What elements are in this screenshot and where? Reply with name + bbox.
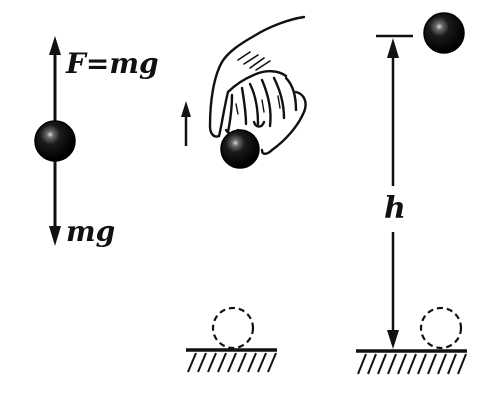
arrow-up-small — [181, 101, 191, 146]
hand-icon — [208, 15, 307, 155]
ball-icon — [34, 120, 76, 162]
arrow-down-weight — [49, 161, 61, 246]
height-label: h — [384, 191, 406, 226]
panel-height: h — [356, 12, 467, 375]
ball-icon — [220, 129, 260, 169]
arrow-up-force — [49, 36, 61, 122]
force-up-label: F=mg — [65, 47, 159, 80]
ball-ground-outline — [419, 306, 463, 350]
ball-icon — [423, 12, 465, 54]
panel-forces: F=mg mg — [34, 36, 159, 248]
panel-lifting — [181, 15, 307, 373]
hatched-ground-icon — [186, 348, 277, 373]
hatched-ground-icon — [356, 349, 467, 375]
height-dimension-arrow — [387, 38, 399, 349]
weight-label: mg — [66, 215, 115, 248]
ball-ground-outline — [211, 306, 255, 350]
